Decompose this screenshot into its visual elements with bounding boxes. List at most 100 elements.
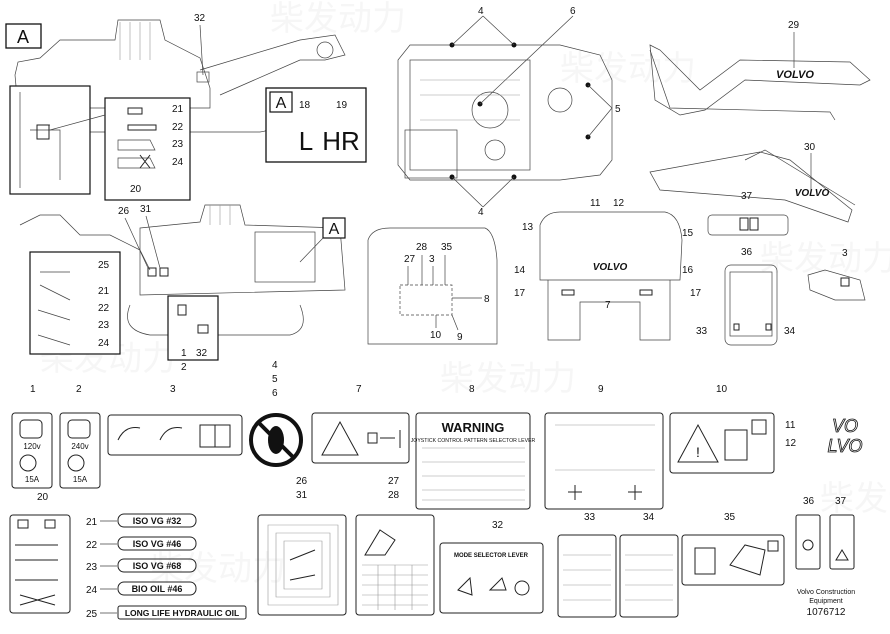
svg-text:MODE SELECTOR LEVER: MODE SELECTOR LEVER <box>454 553 529 559</box>
excavator-side-view-top: A 21 22 23 24 20 32 <box>5 13 346 201</box>
decal-group-20-box <box>104 97 191 201</box>
boom-view-30: VOLVO 30 <box>649 142 856 223</box>
decal-19-hr: HR <box>322 126 360 156</box>
boom-view-29: VOLVO 29 <box>649 20 871 121</box>
boom-volvo-logo: VOLVO <box>776 69 814 81</box>
svg-text:240v: 240v <box>71 442 88 451</box>
svg-text:19: 19 <box>336 100 348 111</box>
svg-text:20: 20 <box>37 492 49 503</box>
svg-text:16: 16 <box>682 265 694 276</box>
svg-text:120v: 120v <box>23 442 40 451</box>
cab-detail-box <box>9 85 91 195</box>
svg-text:10: 10 <box>430 330 442 341</box>
svg-text:10: 10 <box>716 384 728 395</box>
svg-text:7: 7 <box>605 300 611 311</box>
svg-text:31: 31 <box>296 490 308 501</box>
svg-text:柴发动力: 柴发动力 <box>760 240 890 278</box>
svg-text:A: A <box>276 95 287 112</box>
svg-text:8: 8 <box>484 294 490 305</box>
svg-text:4: 4 <box>478 207 484 218</box>
svg-text:26: 26 <box>296 476 308 487</box>
svg-text:5: 5 <box>615 104 621 115</box>
decal-11-12-logo: 11 12 VO LVO <box>785 416 863 457</box>
decal-33: 33 <box>557 512 617 618</box>
svg-text:柴发动力: 柴发动力 <box>560 50 696 88</box>
svg-text:21: 21 <box>86 517 98 528</box>
svg-text:VOLVO: VOLVO <box>795 188 830 199</box>
svg-text:20: 20 <box>130 184 142 195</box>
decal-37: 37 <box>829 496 855 570</box>
svg-text:ISO VG #32: ISO VG #32 <box>133 516 182 526</box>
decal-12-lvo: LVO <box>827 436 862 456</box>
decal-2-240v: 2 240v 15A <box>59 384 101 489</box>
svg-text:32: 32 <box>196 348 208 359</box>
svg-text:22: 22 <box>86 540 98 551</box>
decal-27-28: 27 28 <box>355 476 435 616</box>
svg-text:12: 12 <box>613 198 625 209</box>
excavator-side-view-mid: 25 21 22 23 24 1 32 2 26 31 A <box>19 204 346 373</box>
svg-text:5: 5 <box>272 374 278 385</box>
svg-text:34: 34 <box>784 326 796 337</box>
decal-26-31: 26 31 <box>257 476 347 616</box>
svg-text:37: 37 <box>741 191 753 202</box>
svg-text:23: 23 <box>172 139 184 150</box>
svg-text:24: 24 <box>172 157 184 168</box>
decal-1-120v: 1 120v 15A <box>11 384 53 489</box>
cab-interior-view: 27 28 3 35 8 10 9 <box>367 227 498 345</box>
svg-text:柴发动力: 柴发动力 <box>820 480 890 518</box>
svg-text:15A: 15A <box>73 475 88 484</box>
decal-3: 3 <box>107 384 243 456</box>
svg-text:35: 35 <box>441 242 453 253</box>
svg-text:17: 17 <box>690 288 702 299</box>
svg-text:4: 4 <box>272 360 278 371</box>
svg-text:34: 34 <box>643 512 655 523</box>
decal-18-l: L <box>299 126 313 156</box>
oil-label-25: 25 LONG LIFE HYDRAULIC OIL <box>86 605 247 620</box>
svg-text:23: 23 <box>98 320 110 331</box>
excavator-rear-view: VOLVO 13 11 12 15 14 16 17 17 7 <box>514 198 702 341</box>
svg-text:31: 31 <box>140 204 152 215</box>
view-a-box <box>5 23 42 49</box>
decal-4-5-6-no-step: 4 5 6 <box>249 360 303 467</box>
svg-text:29: 29 <box>788 20 800 31</box>
svg-text:2: 2 <box>181 362 187 373</box>
decal-10: 10 ! <box>669 384 775 474</box>
oil-label-22: 22 ISO VG #46 <box>86 536 197 551</box>
svg-text:Volvo Construction: Volvo Construction <box>797 589 855 596</box>
svg-text:9: 9 <box>598 384 604 395</box>
svg-text:28: 28 <box>416 242 428 253</box>
svg-text:3: 3 <box>842 248 848 259</box>
decal-9: 9 <box>544 384 664 510</box>
svg-text:24: 24 <box>86 585 98 596</box>
decal-7: 7 <box>311 384 410 464</box>
svg-text:4: 4 <box>478 6 484 17</box>
svg-text:2: 2 <box>76 384 82 395</box>
svg-text:9: 9 <box>457 332 463 343</box>
decal-35: 35 <box>681 512 785 586</box>
catalog-number: 1076712 <box>807 607 846 618</box>
svg-text:7: 7 <box>356 384 362 395</box>
svg-text:15: 15 <box>682 228 694 239</box>
svg-text:36: 36 <box>803 496 815 507</box>
rear-volvo-logo: VOLVO <box>593 262 628 273</box>
bracket-3: 3 <box>807 248 866 301</box>
svg-text:21: 21 <box>98 286 110 297</box>
svg-text:37: 37 <box>835 496 847 507</box>
svg-text:30: 30 <box>804 142 816 153</box>
svg-text:36: 36 <box>741 247 753 258</box>
svg-text:JOYSTICK CONTROL PATTERN SELEC: JOYSTICK CONTROL PATTERN SELECTOR LEVER <box>411 438 536 444</box>
svg-text:17: 17 <box>514 288 526 299</box>
svg-text:11: 11 <box>590 198 601 209</box>
window-33-34: 33 34 <box>696 264 796 346</box>
svg-text:23: 23 <box>86 562 98 573</box>
decal-36: 36 <box>795 496 821 570</box>
svg-text:LONG LIFE HYDRAULIC OIL: LONG LIFE HYDRAULIC OIL <box>125 608 239 618</box>
svg-text:A: A <box>329 221 340 238</box>
svg-text:ISO VG #46: ISO VG #46 <box>133 539 182 549</box>
svg-text:25: 25 <box>86 609 98 620</box>
decal-11-vo: VO <box>832 416 858 436</box>
svg-text:14: 14 <box>514 265 526 276</box>
oil-label-21: 21 ISO VG #32 <box>86 513 197 528</box>
panel-36-37: 37 36 <box>707 191 789 258</box>
